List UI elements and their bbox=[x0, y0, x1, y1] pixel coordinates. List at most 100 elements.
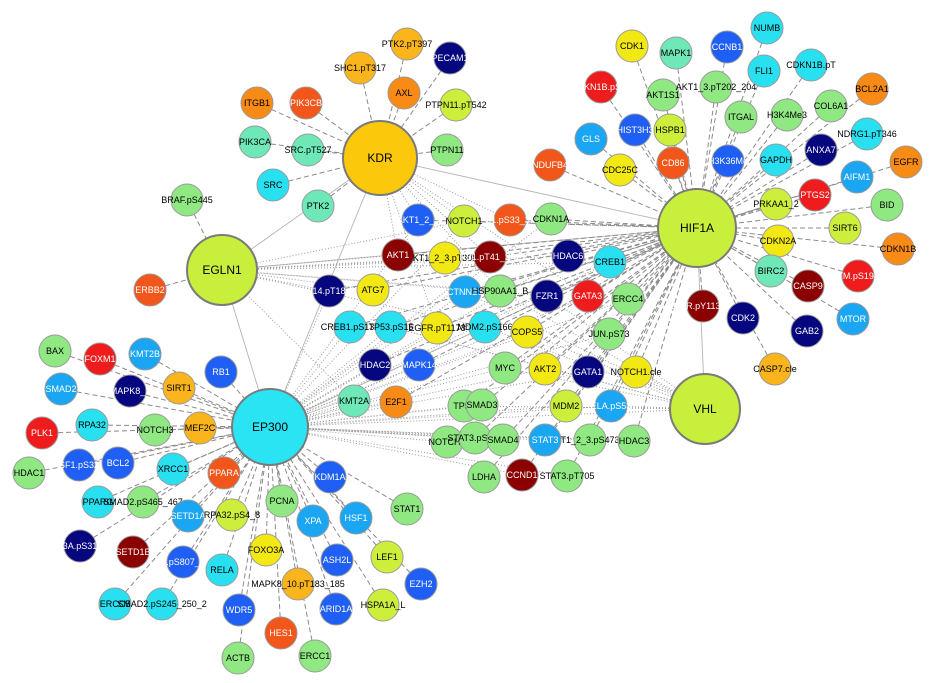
node-circle-atm-ps1981[interactable] bbox=[841, 259, 875, 293]
node-birc2[interactable]: BIRC2 bbox=[754, 254, 788, 288]
node-rpa32[interactable]: RPA32 bbox=[75, 408, 109, 442]
node-circle-notch1-cle[interactable] bbox=[619, 355, 653, 389]
node-foxm1[interactable]: FOXM1 bbox=[83, 342, 117, 376]
node-anxa7[interactable]: ANXA7 bbox=[804, 133, 838, 167]
node-circle-hdac1[interactable] bbox=[12, 456, 46, 490]
hub-node-egln1[interactable]: EGLN1 bbox=[186, 234, 258, 306]
node-circle-gata1[interactable] bbox=[571, 355, 605, 389]
node-circle-pcna[interactable] bbox=[265, 484, 299, 518]
node-hspa1a-l[interactable]: HSPA1A_L bbox=[361, 588, 406, 622]
node-ptgs2[interactable]: PTGS2 bbox=[798, 178, 832, 212]
node-pecam1[interactable]: PECAM1 bbox=[431, 41, 469, 75]
node-circle-notch1[interactable] bbox=[447, 204, 481, 238]
node-cd86[interactable]: CD86 bbox=[656, 146, 690, 180]
node-stat3-pt705[interactable]: STAT3.pT705 bbox=[540, 459, 595, 493]
node-circle-atg7[interactable] bbox=[356, 273, 390, 307]
node-igf1r-py1135-11[interactable]: IGF1R.pY1135_11 bbox=[666, 289, 740, 323]
node-circle-arid1a[interactable] bbox=[319, 592, 353, 626]
node-hspb1[interactable]: HSPB1 bbox=[653, 113, 687, 147]
node-notch3[interactable]: NOTCH3 bbox=[136, 413, 174, 447]
node-circle-bcl2[interactable] bbox=[101, 446, 135, 480]
node-circle-ercc4[interactable] bbox=[611, 282, 645, 316]
node-ctnnb1-pt41-s45[interactable]: NB1.pT41_S45 bbox=[459, 240, 521, 274]
node-circle-cops5[interactable] bbox=[510, 315, 544, 349]
node-circle-gsk3b-ps33-37[interactable] bbox=[493, 203, 527, 237]
node-circle-egfr[interactable] bbox=[889, 145, 923, 179]
node-akt1-3-pt202-204[interactable]: AKT1_3.pT202_204 bbox=[676, 70, 757, 104]
node-circle-bax[interactable] bbox=[38, 334, 72, 368]
node-circle-aifm1[interactable] bbox=[840, 160, 874, 194]
node-circle-cdkn1b-ps10[interactable] bbox=[584, 70, 618, 104]
node-circle-pik3ca[interactable] bbox=[238, 125, 272, 159]
node-smad3[interactable]: SMAD3 bbox=[465, 388, 499, 422]
node-hdac1[interactable]: HDAC1 bbox=[12, 456, 46, 490]
node-circle-birc2[interactable] bbox=[754, 254, 788, 288]
node-jun-ps73[interactable]: JUN.pS73 bbox=[588, 317, 630, 351]
node-akt1s1[interactable]: AKT1S1 bbox=[646, 78, 680, 112]
node-casp7-cle[interactable]: CASP7.cle bbox=[753, 352, 797, 386]
node-circle-mapk1[interactable] bbox=[659, 36, 693, 70]
node-circle-hspa1a-l[interactable] bbox=[366, 588, 400, 622]
node-circle-ppara[interactable] bbox=[207, 456, 241, 490]
node-circle-rpa32-ps4-8[interactable] bbox=[215, 498, 249, 532]
node-col6a1[interactable]: COL6A1 bbox=[814, 89, 849, 123]
node-circle-itgal[interactable] bbox=[724, 100, 758, 134]
node-mtor[interactable]: MTOR bbox=[836, 302, 870, 336]
hub-node-kdr[interactable]: KDR bbox=[342, 120, 418, 196]
node-circle-itgb1[interactable] bbox=[240, 86, 274, 120]
node-circle-casp9[interactable] bbox=[791, 269, 825, 303]
node-hist3h3[interactable]: HIST3H3 bbox=[616, 113, 654, 147]
node-circle-col6a1[interactable] bbox=[814, 89, 848, 123]
node-circle-ctnnb1-pt41-s45[interactable] bbox=[473, 240, 507, 274]
node-ash2l[interactable]: ASH2L bbox=[320, 543, 354, 577]
node-circle-pecam1[interactable] bbox=[433, 41, 467, 75]
node-akt1-2-3-pt308[interactable]: KT1_2_3.pT308 bbox=[413, 241, 478, 275]
node-atm-ps1981[interactable]: ATM.pS1981 bbox=[832, 259, 884, 293]
node-circle-jun-ps73[interactable] bbox=[592, 317, 626, 351]
node-ptpn11-pt542[interactable]: PTPN11.pT542 bbox=[425, 88, 487, 122]
node-circle-gab2[interactable] bbox=[790, 314, 824, 348]
node-circle-xpa[interactable] bbox=[296, 504, 330, 538]
node-circle-plk1[interactable] bbox=[25, 416, 59, 450]
node-circle-h3k36me[interactable] bbox=[711, 144, 745, 178]
hub-circle-egln1[interactable] bbox=[186, 234, 258, 306]
node-stat3-ps727[interactable]: STAT3.pS727 bbox=[447, 421, 503, 455]
node-ercc1[interactable]: ERCC1 bbox=[298, 639, 332, 673]
node-creb1[interactable]: CREB1 bbox=[593, 245, 627, 279]
node-circle-src[interactable] bbox=[256, 168, 290, 202]
node-fli1[interactable]: FLI1 bbox=[747, 54, 781, 88]
node-circle-3a-ps31[interactable] bbox=[63, 529, 97, 563]
node-cops5[interactable]: COPS5 bbox=[510, 315, 544, 349]
node-circle-rpa32[interactable] bbox=[75, 408, 109, 442]
node-mdm2[interactable]: MDM2 bbox=[549, 389, 583, 423]
node-circle-smad2-ps245-250[interactable] bbox=[145, 587, 179, 621]
node-circle-ndrg1-pt346[interactable] bbox=[850, 117, 884, 151]
node-circle-mapk8-10-pt183-185[interactable] bbox=[281, 567, 315, 601]
node-ctnnb1[interactable]: CTNNB1 bbox=[447, 275, 483, 309]
node-circle-creb1-ps133[interactable] bbox=[333, 310, 367, 344]
node-circle-cdc25c[interactable] bbox=[603, 153, 637, 187]
node-circle-h3k4me3[interactable] bbox=[770, 98, 804, 132]
node-circle-kmt2b[interactable] bbox=[128, 337, 162, 371]
node-egfr-pt1173[interactable]: EGFR.pT1173 bbox=[408, 311, 466, 345]
node-circle-foxo3a[interactable] bbox=[249, 533, 283, 567]
node-ccnb1[interactable]: CCNB1 bbox=[710, 30, 744, 64]
node-h3k4me3[interactable]: H3K4Me3 bbox=[767, 98, 807, 132]
node-circle-cdk1[interactable] bbox=[615, 29, 649, 63]
node-circle-ercc5[interactable] bbox=[98, 587, 132, 621]
node-circle-erbb2[interactable] bbox=[133, 273, 167, 307]
node-circle-igf1r-py1135-11[interactable] bbox=[686, 289, 720, 323]
node-bid[interactable]: BID bbox=[870, 188, 904, 222]
node-circle-creb1[interactable] bbox=[593, 245, 627, 279]
node-cdc25c[interactable]: CDC25C bbox=[602, 153, 639, 187]
node-gab2[interactable]: GAB2 bbox=[790, 314, 824, 348]
node-circle-braf-ps445[interactable] bbox=[170, 183, 204, 217]
node-ercc4[interactable]: ERCC4 bbox=[611, 282, 645, 316]
node-cdkn1b[interactable]: CDKN1B bbox=[880, 232, 917, 266]
node-circle-mapk14[interactable] bbox=[402, 348, 436, 382]
node-circle-sirt6[interactable] bbox=[828, 211, 862, 245]
node-itgb1[interactable]: ITGB1 bbox=[240, 86, 274, 120]
node-circle-src-pt527[interactable] bbox=[291, 133, 325, 167]
node-ndrg1-pt346[interactable]: NDRG1.pT346 bbox=[837, 117, 897, 151]
node-pik3ca[interactable]: PIK3CA bbox=[238, 125, 272, 159]
